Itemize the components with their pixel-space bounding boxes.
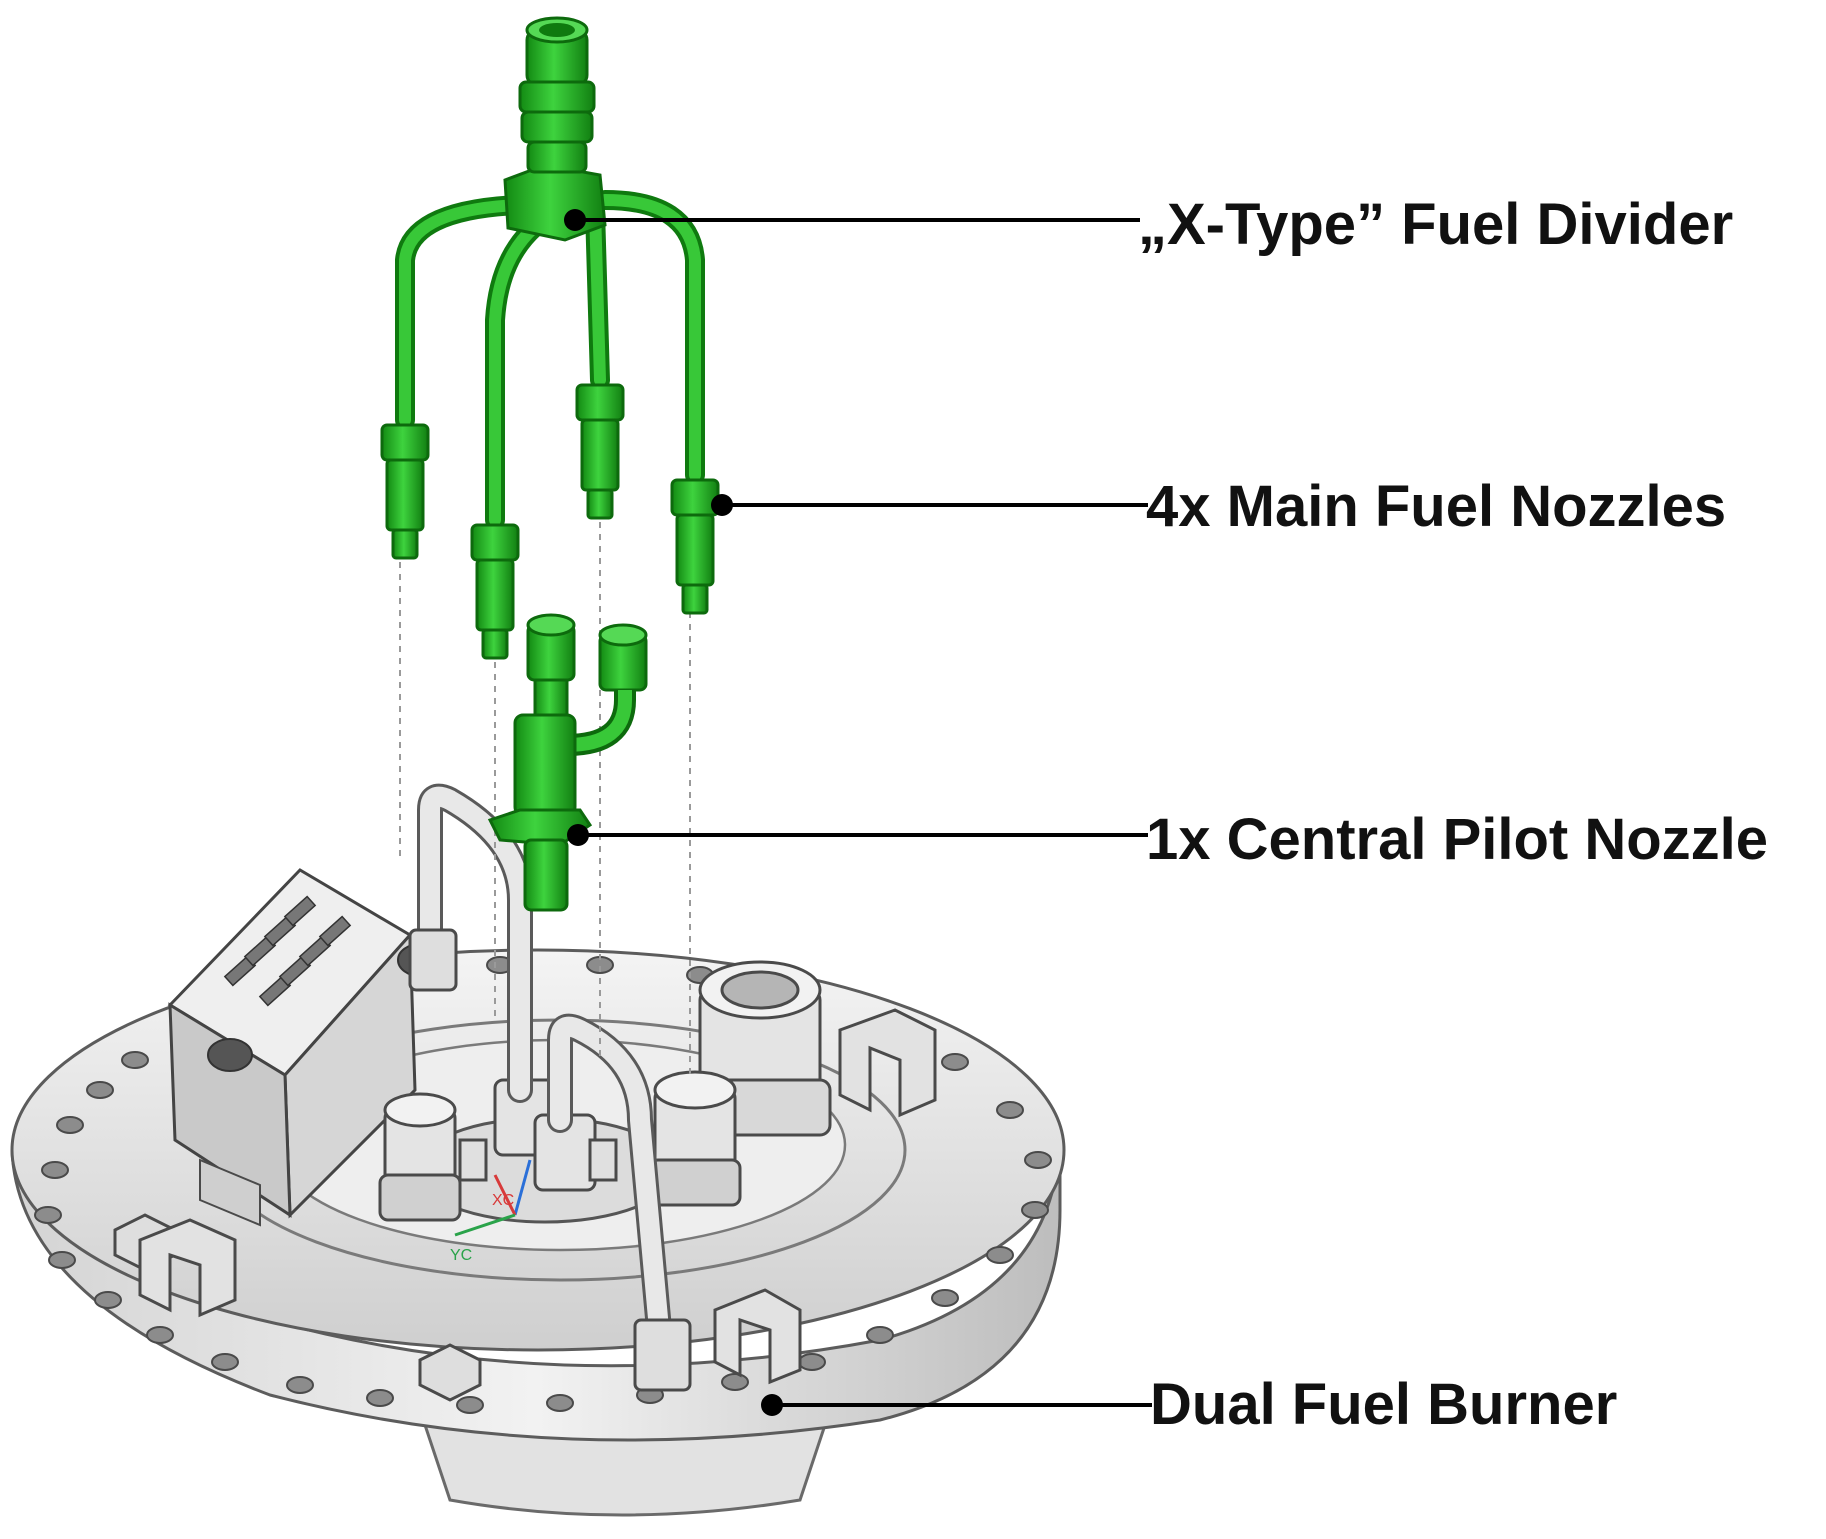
axis-triad: XC YC bbox=[450, 1159, 532, 1264]
leader-lines bbox=[564, 209, 1152, 1416]
burner-assembly: XC YC bbox=[10, 783, 1066, 1517]
central-pilot-nozzle-callout: 1x Central Pilot Nozzle bbox=[1146, 807, 1769, 872]
main-nozzle bbox=[470, 523, 520, 660]
main-fuel-nozzles bbox=[380, 383, 720, 660]
flange-brackets bbox=[138, 1008, 937, 1385]
terminal-box bbox=[167, 868, 443, 1219]
assembly-guide-lines bbox=[399, 510, 691, 1080]
main-nozzle bbox=[575, 383, 625, 520]
main-nozzle bbox=[670, 478, 720, 615]
fuel-divider-callout: „X-Type” Fuel Divider bbox=[1138, 192, 1734, 257]
dual-fuel-burner-callout: Dual Fuel Burner bbox=[1150, 1372, 1618, 1437]
flange-fittings bbox=[113, 960, 832, 1402]
flange-bolt-holes bbox=[34, 956, 1052, 1414]
central-pilot-nozzle bbox=[487, 613, 648, 912]
main-nozzle bbox=[380, 423, 430, 560]
axis-yc-label: YC bbox=[450, 1247, 472, 1264]
axis-xc-label: XC bbox=[492, 1192, 514, 1209]
pipe-fittings bbox=[408, 928, 692, 1392]
fuel-divider bbox=[395, 16, 705, 530]
main-fuel-nozzles-callout: 4x Main Fuel Nozzles bbox=[1146, 474, 1727, 539]
burner-pipes bbox=[417, 783, 673, 1353]
